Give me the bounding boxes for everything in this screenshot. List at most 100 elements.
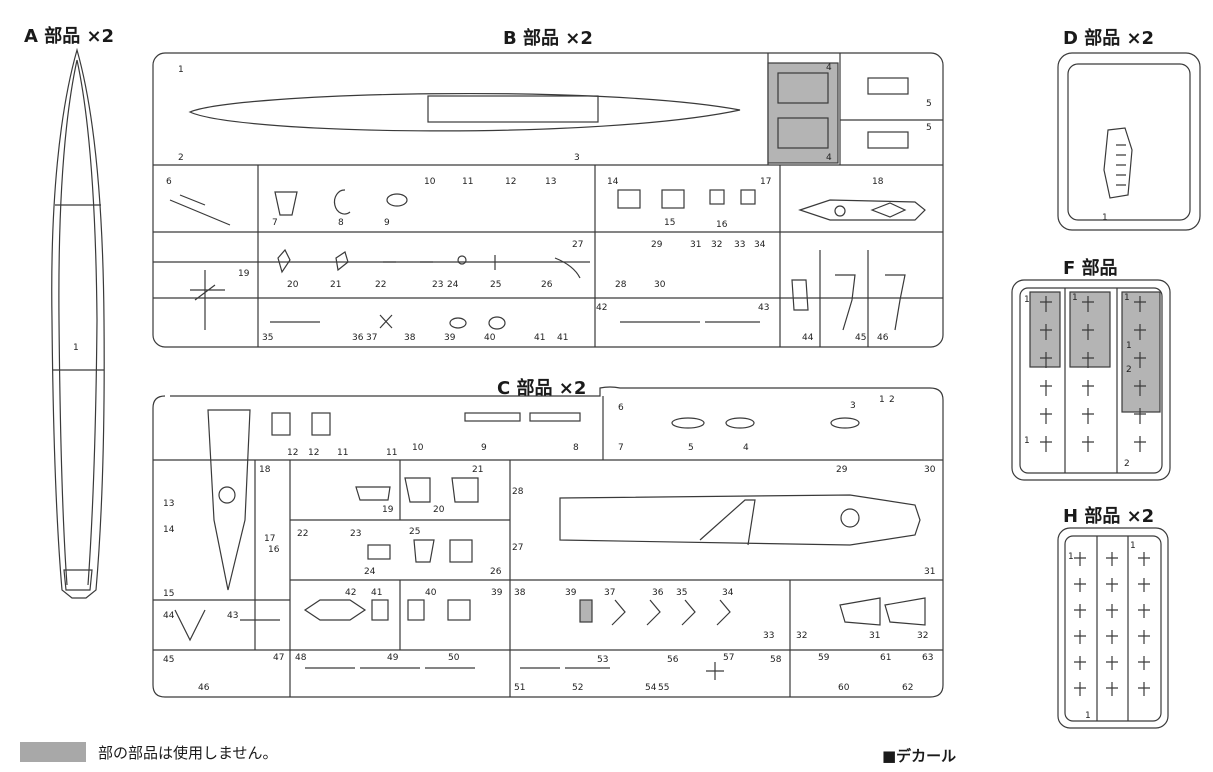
part-label: 15 bbox=[163, 589, 174, 599]
part-label: 44 bbox=[163, 611, 175, 621]
part-label: 57 bbox=[723, 653, 734, 663]
part-label: 58 bbox=[770, 655, 782, 665]
part-label: 6 bbox=[618, 403, 624, 413]
part-label: 5 bbox=[688, 443, 694, 453]
sprue-f-title: F 部品 bbox=[1063, 258, 1118, 279]
part-label: 52 bbox=[572, 683, 583, 693]
part-label: 34 bbox=[722, 588, 734, 598]
part-label: 30 bbox=[654, 280, 666, 290]
part-label: 29 bbox=[651, 240, 663, 250]
part-label: 11 bbox=[337, 448, 348, 458]
part-label: 29 bbox=[836, 465, 848, 475]
part-label: 62 bbox=[902, 683, 913, 693]
part-label: 23 bbox=[432, 280, 443, 290]
part-label: 24 bbox=[447, 280, 459, 290]
part-label: 7 bbox=[618, 443, 624, 453]
part-label: 15 bbox=[664, 218, 675, 228]
part-label: 10 bbox=[412, 443, 424, 453]
part-label: 39 bbox=[491, 588, 503, 598]
sprue-c-title: C 部品 ×2 bbox=[497, 378, 587, 399]
part-label: 9 bbox=[384, 218, 390, 228]
part-label: 1 bbox=[1126, 341, 1132, 351]
part-label: 28 bbox=[615, 280, 627, 290]
part-label: 22 bbox=[297, 529, 308, 539]
part-label: 35 bbox=[676, 588, 687, 598]
part-label: 25 bbox=[409, 527, 420, 537]
part-label: 37 bbox=[366, 333, 377, 343]
part-label: 37 bbox=[604, 588, 615, 598]
part-label: 33 bbox=[763, 631, 774, 641]
part-label: 35 bbox=[262, 333, 273, 343]
part-label: 12 bbox=[308, 448, 319, 458]
part-label: 8 bbox=[338, 218, 344, 228]
part-label: 10 bbox=[424, 177, 436, 187]
part-label: 46 bbox=[198, 683, 210, 693]
sprue-d: 1 bbox=[1057, 52, 1201, 231]
part-label: 18 bbox=[259, 465, 271, 475]
part-label: 5 bbox=[926, 99, 932, 109]
legend-swatch bbox=[20, 742, 86, 762]
part-label: 28 bbox=[512, 487, 524, 497]
part-label: 43 bbox=[758, 303, 769, 313]
part-label: 46 bbox=[877, 333, 889, 343]
part-label: 1 bbox=[1024, 295, 1030, 305]
part-label: 12 bbox=[287, 448, 298, 458]
part-label: 23 bbox=[350, 529, 361, 539]
part-label: 1 bbox=[1085, 711, 1091, 721]
part-label: 2 bbox=[889, 395, 895, 405]
part-label: 39 bbox=[444, 333, 456, 343]
sprue-h: 1 1 1 bbox=[1057, 527, 1169, 729]
part-label: 4 bbox=[826, 153, 832, 163]
part-label: 25 bbox=[490, 280, 501, 290]
part-label: 53 bbox=[597, 655, 608, 665]
part-label: 7 bbox=[272, 218, 278, 228]
part-label: 5 bbox=[926, 123, 932, 133]
part-label: 22 bbox=[375, 280, 386, 290]
part-label: 14 bbox=[163, 525, 175, 535]
part-label: 40 bbox=[484, 333, 496, 343]
legend-text: 部の部品は使用しません。 bbox=[98, 744, 278, 762]
part-label: 1 bbox=[879, 395, 885, 405]
part-label: 51 bbox=[514, 683, 525, 693]
part-label: 20 bbox=[433, 505, 445, 515]
part-label: 19 bbox=[382, 505, 394, 515]
part-label: 32 bbox=[796, 631, 807, 641]
part-label: 8 bbox=[573, 443, 579, 453]
part-label: 26 bbox=[541, 280, 553, 290]
part-label: 45 bbox=[855, 333, 866, 343]
part-label: 56 bbox=[667, 655, 679, 665]
part-label: 1 bbox=[1024, 436, 1030, 446]
sprue-b-labels: 1 2 3 4 4 5 5 6 7 8 9 10 11 12 13 14 15 … bbox=[166, 63, 932, 343]
part-label: 11 bbox=[386, 448, 397, 458]
part-label: 4 bbox=[743, 443, 749, 453]
part-label: 41 bbox=[557, 333, 568, 343]
part-label: 44 bbox=[802, 333, 814, 343]
part-label: 36 bbox=[352, 333, 364, 343]
part-label: 40 bbox=[425, 588, 437, 598]
part-label: 6 bbox=[166, 177, 172, 187]
part-label: 19 bbox=[238, 269, 250, 279]
sprue-b bbox=[152, 52, 944, 348]
part-label: 49 bbox=[387, 653, 399, 663]
part-label: 2 bbox=[1126, 365, 1132, 375]
part-label: 30 bbox=[924, 465, 936, 475]
part-label: 27 bbox=[512, 543, 523, 553]
part-label: 12 bbox=[505, 177, 516, 187]
part-label: 14 bbox=[607, 177, 619, 187]
sprue-a: 1 bbox=[51, 47, 105, 599]
sprue-d-title: D 部品 ×2 bbox=[1063, 28, 1155, 49]
part-label: 1 bbox=[1102, 213, 1108, 223]
part-label: 20 bbox=[287, 280, 299, 290]
part-label: 26 bbox=[490, 567, 502, 577]
part-label: 38 bbox=[514, 588, 526, 598]
part-label: 54 bbox=[645, 683, 657, 693]
sprue-c-labels: 1 2 3 4 5 6 7 8 9 10 11 11 12 12 13 14 1… bbox=[163, 395, 936, 693]
decal-label: ■デカール bbox=[882, 747, 957, 765]
part-label: 27 bbox=[572, 240, 583, 250]
part-label: 2 bbox=[1124, 459, 1130, 469]
part-label: 3 bbox=[574, 153, 580, 163]
sprue-c bbox=[152, 386, 944, 698]
part-label: 42 bbox=[345, 588, 356, 598]
part-label: 47 bbox=[273, 653, 284, 663]
